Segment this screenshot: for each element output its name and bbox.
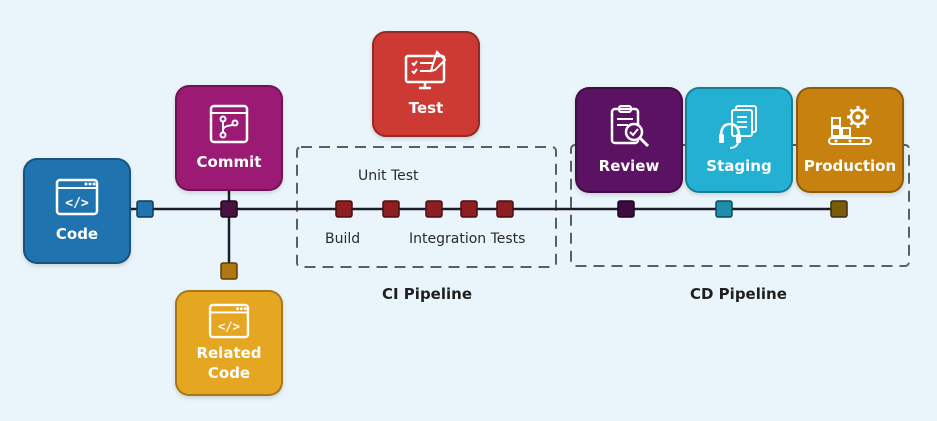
related-code-label: Related Code [196, 344, 262, 382]
headset-documents-icon [719, 105, 757, 149]
production-label: Production [803, 157, 897, 175]
test-stage: Test [372, 31, 480, 137]
ci-pipeline-frame [296, 146, 557, 268]
staging-label: Staging [706, 157, 772, 175]
integration-tests-label: Integration Tests [409, 231, 526, 247]
node-ci-2 [382, 200, 400, 218]
git-branch-icon [209, 104, 249, 144]
node-ci-4 [460, 200, 478, 218]
node-ci-3 [425, 200, 443, 218]
code-window-icon: </> [208, 303, 250, 339]
unit-test-label: Unit Test [358, 168, 419, 184]
svg-text:</>: </> [218, 319, 240, 333]
clipboard-magnifier-icon [610, 105, 650, 148]
ci-pipeline-title: CI Pipeline [382, 285, 472, 303]
svg-text:</>: </> [65, 196, 89, 211]
node-build [335, 200, 353, 218]
review-label: Review [598, 157, 660, 175]
production-stage: Production [796, 87, 904, 193]
node-staging [715, 200, 733, 218]
code-stage: </> Code [23, 158, 131, 264]
node-related-code [220, 262, 238, 280]
gear-conveyor-icon [828, 106, 872, 145]
node-review [617, 200, 635, 218]
commit-label: Commit [196, 153, 262, 171]
related-code-stage: </> Related Code [175, 290, 283, 396]
node-production [830, 200, 848, 218]
commit-stage: Commit [175, 85, 283, 191]
code-label: Code [55, 225, 99, 243]
test-label: Test [408, 99, 444, 117]
staging-stage: Staging [685, 87, 793, 193]
checklist-monitor-icon [404, 50, 447, 90]
review-stage: Review [575, 87, 683, 193]
node-ci-5 [496, 200, 514, 218]
cd-pipeline-title: CD Pipeline [690, 285, 787, 303]
build-label: Build [325, 231, 361, 247]
code-window-icon: </> [55, 178, 99, 216]
node-commit [220, 200, 238, 218]
node-code [136, 200, 154, 218]
